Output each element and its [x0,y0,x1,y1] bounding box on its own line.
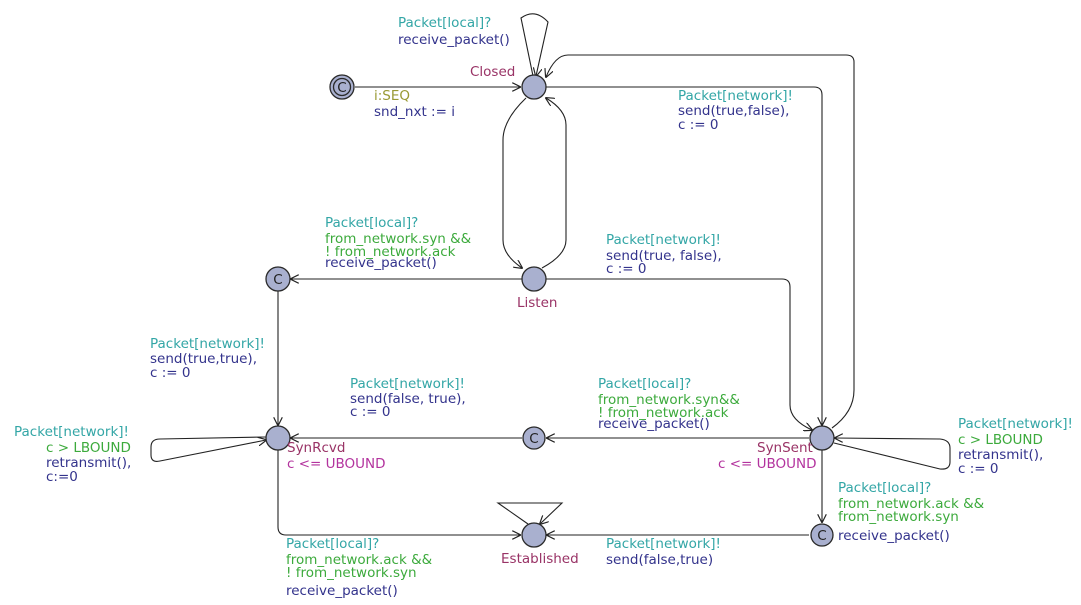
update-synsent-c3: receive_packet() [838,528,950,544]
update-synrcvd-self-2: c:=0 [46,469,78,485]
sync-synsent-c3: Packet[local]? [838,480,931,496]
update-closed-synsent-1: send(true,false), [678,103,789,119]
location-committed-c2[interactable] [522,426,546,450]
edge-established-self-loop[interactable] [496,502,564,524]
guard-synsent-self: c > LBOUND [958,432,1043,448]
location-synrcvd[interactable] [265,425,291,451]
edge-labels: Packet[local]? receive_packet() i:SEQ sn… [14,15,1073,599]
update-c1-synrcvd-1: send(true,true), [150,351,257,367]
location-closed[interactable] [521,74,547,100]
sync-listen-c1: Packet[local]? [325,215,418,231]
sync-closed-synsent: Packet[network]! [678,88,793,104]
committed-mark-c1: C [273,272,282,288]
initial-location-inner [332,77,352,97]
guard-synrcvd-established-1: from_network.ack && [286,552,433,568]
guard-synrcvd-self: c > LBOUND [46,440,131,456]
edge-closed-to-synsent[interactable] [546,86,822,425]
update-closed-synsent-2: c := 0 [678,117,718,133]
guard-synsent-c2-1: from_network.syn&& [598,392,740,408]
initial-mark: C [337,80,346,96]
label-listen: Listen [517,295,557,311]
sync-closed-self: Packet[local]? [398,15,491,31]
location-synsent[interactable] [809,425,835,451]
update-listen-synsent-1: send(true, false), [606,248,722,264]
update-synrcvd-established: receive_packet() [286,583,398,599]
location-names: Closed Listen SynRcvd SynSent Establishe… [287,64,813,567]
sync-synsent-self: Packet[network]! [958,416,1073,432]
guard-listen-c1-1: from_network.syn && [325,231,472,247]
update-c3-established: send(false,true) [606,552,713,568]
edges [150,13,951,535]
invariant-synsent: c <= UBOUND [718,456,817,472]
update-closed-self: receive_packet() [398,32,510,48]
guard-synrcvd-established-2: ! from_network.syn [286,565,417,581]
sync-synrcvd-self: Packet[network]! [14,424,129,440]
invariants: c <= UBOUND c <= UBOUND [287,456,817,472]
sync-synsent-c2: Packet[local]? [598,376,691,392]
update-synsent-self-1: retransmit(), [958,447,1043,463]
guard-synsent-c2-2: ! from_network.ack [598,405,729,421]
update-c2-synrcvd-2: c := 0 [350,404,390,420]
edge-synsent-to-closed[interactable] [546,54,855,429]
location-committed-c3[interactable] [810,523,834,547]
sync-c1-synrcvd: Packet[network]! [150,336,265,352]
update-synsent-self-2: c := 0 [958,461,998,477]
location-committed-c1[interactable] [265,266,291,292]
update-c1-synrcvd-2: c := 0 [150,365,190,381]
label-synsent: SynSent [757,440,813,456]
update-synrcvd-self-1: retransmit(), [46,455,131,471]
edge-synsent-self-loop[interactable] [833,438,951,470]
label-established: Established [501,551,579,567]
edge-synrcvd-self-loop[interactable] [150,436,266,462]
edge-closed-to-listen[interactable] [502,97,527,268]
sync-c2-synrcvd: Packet[network]! [350,376,465,392]
update-listen-synsent-2: c := 0 [606,261,646,277]
update-c2-synrcvd-1: send(false, true), [350,391,466,407]
update-synsent-c2: receive_packet() [598,416,710,432]
location-marks: C C C C [273,80,826,544]
update-init: snd_nxt := i [374,104,455,120]
committed-mark-c2: C [529,431,538,447]
label-closed: Closed [470,64,515,80]
sync-synrcvd-established: Packet[local]? [286,536,379,552]
guard-synsent-c3-2: from_network.syn [838,509,959,525]
edge-synrcvd-to-established[interactable] [277,450,520,535]
guard-synsent-c3-1: from_network.ack && [838,496,985,512]
update-listen-c1: receive_packet() [325,255,437,271]
select-init: i:SEQ [374,88,410,104]
location-established[interactable] [521,522,547,548]
label-synrcvd: SynRcvd [287,440,345,456]
edge-closed-self-loop[interactable] [520,13,549,76]
edge-listen-to-closed[interactable] [541,98,567,269]
locations [265,74,835,548]
sync-c3-established: Packet[network]! [606,536,721,552]
guard-listen-c1-2: ! from_network.ack [325,244,456,260]
edge-listen-to-synsent[interactable] [546,278,812,430]
sync-listen-synsent: Packet[network]! [606,232,721,248]
committed-mark-c3: C [817,528,826,544]
location-listen[interactable] [521,266,547,292]
invariant-synrcvd: c <= UBOUND [287,456,386,472]
